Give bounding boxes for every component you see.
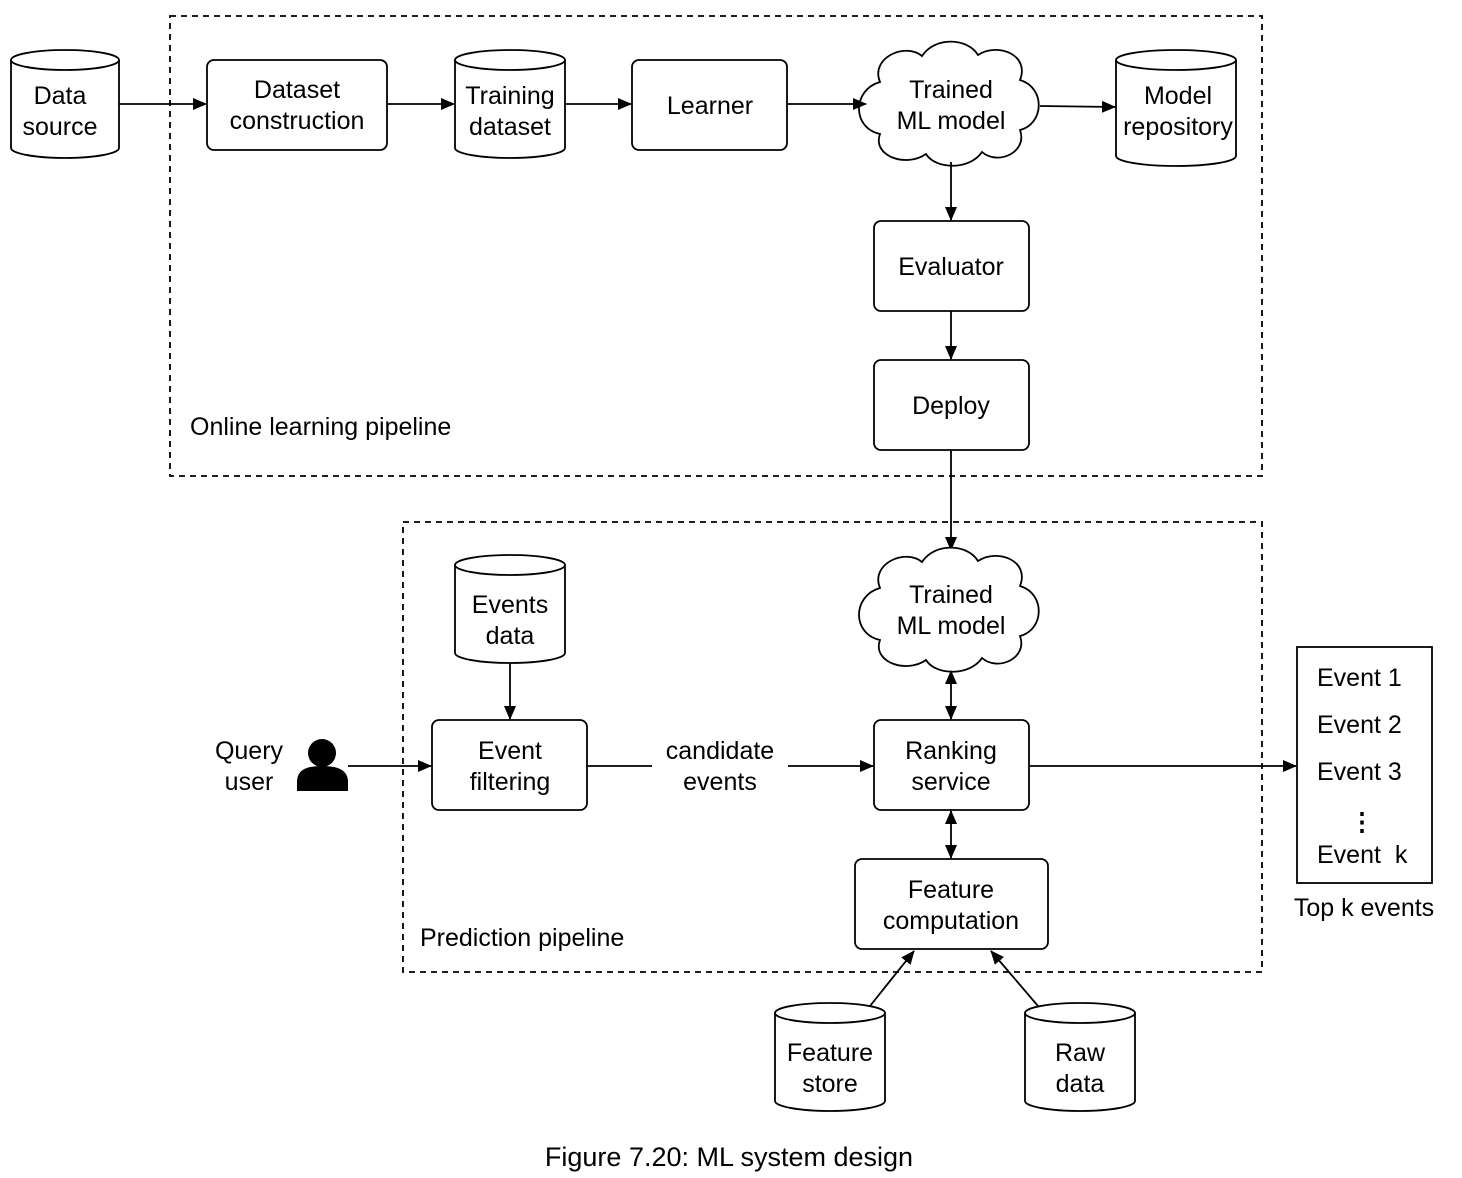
events-data-label-line1: Events (472, 591, 548, 619)
trained-model-cloud-online: Trained ML model (858, 40, 1040, 167)
training-dataset-label-line1: Training (465, 82, 554, 110)
trained-model-online-label-line1: Trained (909, 76, 993, 104)
prediction-pipeline-frame (402, 521, 1263, 973)
query-user-label-line2: user (225, 768, 274, 796)
model-repository-database: Model repository (1115, 49, 1237, 167)
data-source-label-line2: source (22, 113, 97, 141)
online-pipeline-frame (169, 15, 1263, 477)
learner-box: Learner (631, 59, 788, 151)
top-k-events-list: Event 1 Event 2 Event 3 ⋮ Event k (1296, 646, 1433, 884)
arrow-feature-store-to-feature-computation (869, 950, 915, 1007)
ranking-service-label-line2: service (911, 768, 990, 796)
event-k-item: Event k (1317, 841, 1408, 869)
event-filtering-box: Event filtering (431, 719, 588, 811)
learner-label: Learner (667, 92, 753, 120)
feature-computation-box: Feature computation (854, 858, 1049, 950)
arrow-raw-data-to-feature-computation (990, 950, 1039, 1007)
event-filtering-label-line2: filtering (470, 768, 551, 796)
ranking-service-box: Ranking service (873, 719, 1030, 811)
trained-model-cloud-prediction: Trained ML model (858, 546, 1040, 673)
event-filtering-label-line1: Event (478, 737, 542, 765)
trained-model-prediction-label-line1: Trained (909, 581, 993, 609)
model-repository-label-line2: repository (1123, 113, 1233, 141)
feature-computation-label-line2: computation (883, 907, 1019, 935)
data-source-database: Data source (10, 49, 120, 159)
raw-data-label-line2: data (1056, 1070, 1105, 1098)
dataset-construction-label-line1: Dataset (254, 76, 340, 104)
feature-store-database: Feature store (774, 1002, 886, 1112)
events-data-database: Events data (454, 554, 566, 664)
feature-computation-label-line1: Feature (908, 876, 994, 904)
arrow-trained-model-to-model-repository (1039, 100, 1116, 113)
data-source-label-line1: Data (34, 82, 87, 110)
event-3-item: Event 3 (1317, 758, 1402, 786)
feature-store-label-line2: store (802, 1070, 858, 1098)
training-dataset-database: Training dataset (454, 49, 566, 159)
evaluator-box: Evaluator (873, 220, 1030, 312)
deploy-box: Deploy (873, 359, 1030, 451)
query-user-label-line1: Query (215, 737, 284, 765)
figure-caption: Figure 7.20: ML system design (545, 1142, 913, 1172)
ranking-service-label-line1: Ranking (905, 737, 997, 765)
training-dataset-label-line2: dataset (469, 113, 551, 141)
candidate-events-label-line1: candidate (666, 737, 774, 765)
dataset-construction-box: Dataset construction (206, 59, 388, 151)
event-list-ellipsis: ⋮ (1350, 808, 1375, 836)
evaluator-label: Evaluator (898, 253, 1004, 281)
feature-store-label-line1: Feature (787, 1039, 873, 1067)
event-2-item: Event 2 (1317, 711, 1402, 739)
model-repository-label-line1: Model (1144, 82, 1212, 110)
user-icon (297, 739, 348, 791)
raw-data-database: Raw data (1024, 1002, 1136, 1112)
deploy-label: Deploy (912, 392, 990, 420)
events-data-label-line2: data (486, 622, 535, 650)
query-user: Query user (215, 737, 348, 796)
candidate-events-label-line2: events (683, 768, 757, 796)
event-1-item: Event 1 (1317, 664, 1402, 692)
trained-model-online-label-line2: ML model (897, 107, 1006, 135)
dataset-construction-label-line2: construction (230, 107, 365, 135)
trained-model-prediction-label-line2: ML model (897, 612, 1006, 640)
raw-data-label-line1: Raw (1055, 1039, 1106, 1067)
online-pipeline-label: Online learning pipeline (190, 413, 451, 441)
top-k-events-label: Top k events (1294, 894, 1434, 922)
prediction-pipeline-label: Prediction pipeline (420, 924, 624, 952)
